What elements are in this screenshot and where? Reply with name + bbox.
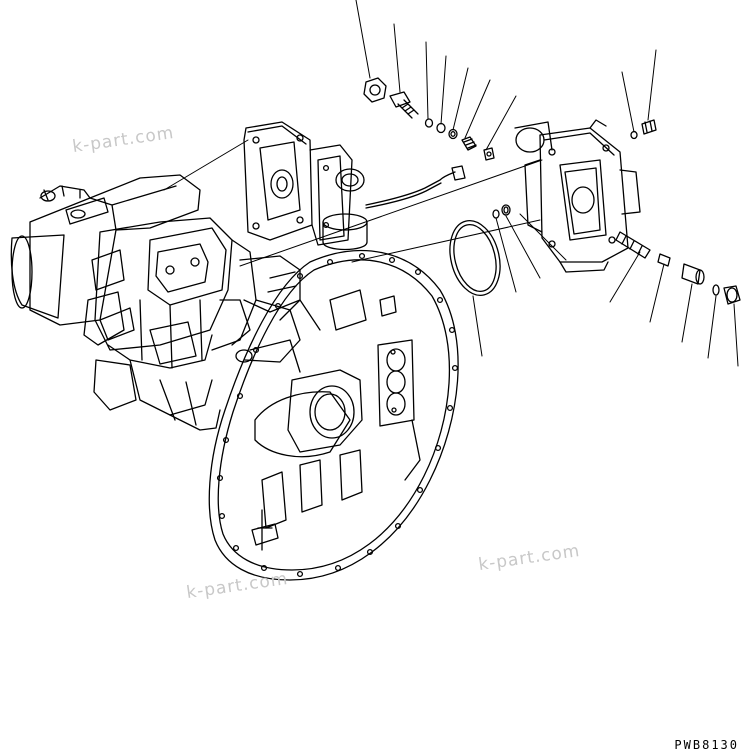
pump-body — [10, 174, 301, 431]
leader-lines — [163, 0, 739, 367]
exploded-parts — [363, 77, 741, 305]
left-regulator-block — [243, 121, 466, 251]
drawing-code-label: PWB8130 — [674, 738, 739, 752]
right-regulator-block — [514, 119, 641, 273]
flange-housing — [208, 250, 459, 581]
